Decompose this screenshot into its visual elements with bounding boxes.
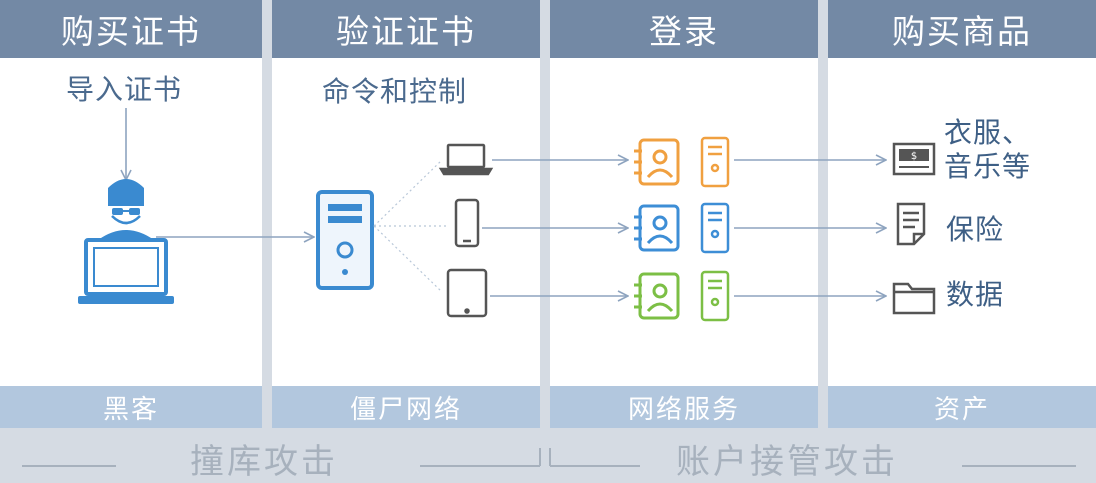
web-service-address-book-green-icon [634, 272, 680, 320]
asset-label-music: 音乐等 [944, 150, 1032, 183]
folder-icon [892, 282, 936, 315]
tablet-icon [446, 268, 488, 318]
svg-text:$: $ [911, 151, 917, 162]
web-server-orange-icon [700, 136, 730, 188]
column-header-buy-goods: 购买商品 [828, 0, 1096, 58]
column-header-login: 登录 [550, 0, 818, 58]
column-header-verify-credentials: 验证证书 [272, 0, 540, 58]
money-icon: $ [892, 142, 936, 176]
import-credentials-label: 导入证书 [66, 73, 183, 106]
c2-dotted-links [373, 159, 448, 293]
phase-account-takeover: 账户接管攻击 [676, 442, 898, 482]
column-footer-web-services: 网络服务 [550, 386, 818, 428]
asset-label-clothes: 衣服、 [944, 116, 1032, 149]
web-server-green-icon [700, 270, 730, 322]
command-and-control-label: 命令和控制 [322, 75, 468, 108]
service-to-asset-arrows [734, 160, 886, 296]
document-icon [896, 202, 926, 246]
command-server-icon [316, 190, 374, 290]
asset-label-insurance: 保险 [946, 213, 1005, 246]
column-verify-credentials: 验证证书 命令和控制 僵尸网络 [272, 0, 540, 428]
column-footer-botnet: 僵尸网络 [272, 386, 540, 428]
column-footer-assets: 资产 [828, 386, 1096, 428]
phone-icon [454, 198, 480, 248]
column-buy-credentials: 购买证书 导入证书 黑客 [0, 0, 262, 428]
asset-label-clothes-music: 衣服、 音乐等 [944, 116, 1031, 184]
web-service-address-book-orange-icon [634, 138, 680, 186]
web-server-blue-icon [700, 202, 730, 254]
web-service-address-book-blue-icon [634, 204, 680, 252]
column-footer-hacker: 黑客 [0, 386, 262, 428]
hacker-icon [78, 179, 174, 304]
laptop-icon [438, 143, 494, 176]
column-login: 登录 网络服务 [550, 0, 818, 428]
column-header-buy-credentials: 购买证书 [0, 0, 262, 58]
column-buy-goods: 购买商品 资产 [828, 0, 1096, 428]
asset-label-data: 数据 [946, 278, 1005, 311]
device-to-service-arrows [482, 160, 628, 296]
phase-divider-lines [22, 448, 1076, 467]
phase-credential-stuffing: 撞库攻击 [190, 442, 338, 482]
